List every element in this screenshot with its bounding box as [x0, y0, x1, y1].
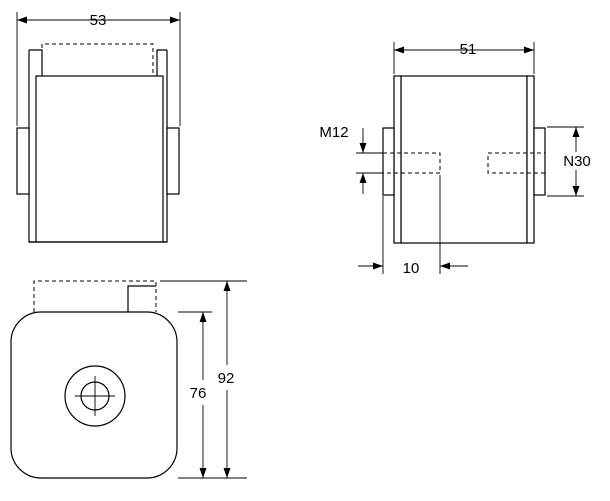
dim51-arrow-left: [394, 46, 404, 54]
side-view: 51 M12 N30 10: [319, 41, 590, 277]
plan-notch: [127, 285, 156, 312]
dim92-label: 92: [218, 370, 235, 387]
m12-arrow-top: [359, 143, 367, 153]
dim76-arrow-top: [199, 312, 207, 322]
dim53-label: 53: [90, 12, 107, 29]
m12-arrow-bottom: [359, 173, 367, 183]
dim10-label: 10: [403, 260, 420, 277]
dim76-label: 76: [190, 385, 207, 402]
dim76-arrow-bottom: [199, 468, 207, 478]
front-body: [35, 75, 164, 243]
dim10-arrow-right: [440, 262, 450, 270]
n30-arrow-bottom: [572, 186, 580, 196]
plan-view: 76 92: [10, 280, 247, 479]
dim10-arrow-left: [373, 262, 383, 270]
side-right-lug: [533, 127, 546, 196]
dim92-arrow-bottom: [223, 468, 231, 478]
side-left-plate: [393, 75, 402, 244]
m12-label: M12: [319, 124, 348, 141]
side-hidden-thread-right: [487, 152, 546, 174]
n30-arrow-top: [572, 127, 580, 137]
dim51-label: 51: [460, 41, 477, 58]
side-left-lug: [382, 127, 395, 196]
dim53-arrow-left: [17, 16, 27, 24]
front-right-lug: [166, 127, 180, 195]
dim53-arrow-right: [170, 16, 180, 24]
side-right-plate: [526, 75, 535, 244]
dim51-arrow-right: [524, 46, 534, 54]
front-left-lug: [16, 127, 30, 195]
dim92-arrow-top: [223, 281, 231, 291]
plan-outer-ring: [64, 365, 126, 427]
side-hidden-thread-left: [382, 152, 441, 174]
plan-hidden-top: [33, 280, 157, 312]
front-view: 53: [16, 12, 181, 243]
front-hidden-top: [41, 43, 154, 76]
plan-body: [10, 311, 178, 479]
side-body: [400, 75, 528, 244]
n30-label: N30: [563, 153, 591, 170]
